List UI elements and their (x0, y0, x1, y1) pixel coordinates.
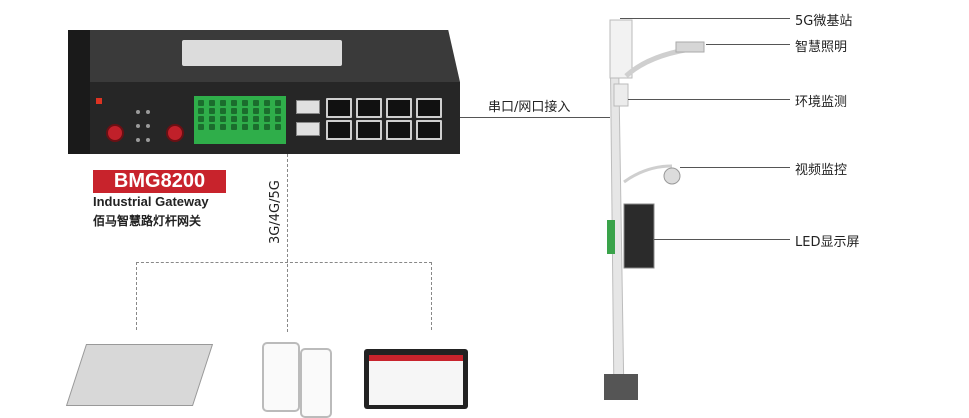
callout-line (620, 18, 790, 19)
status-led-icon (146, 110, 150, 114)
ethernet-port-icon (326, 120, 352, 140)
status-led-icon (136, 110, 140, 114)
uplink-label: 3G/4G/5G (268, 180, 283, 244)
feature-video-surveillance: 视频监控 (795, 163, 848, 178)
device-side-panel (68, 30, 90, 154)
feature-5g-base-station: 5G微基站 (795, 14, 853, 29)
callout-line (628, 99, 790, 100)
ethernet-port-icon (416, 98, 442, 118)
uplink-dashed-line (287, 154, 288, 332)
callout-line (654, 239, 790, 240)
ethernet-port-icon (386, 120, 412, 140)
feature-environment-monitoring: 环境监测 (795, 95, 848, 110)
pole-connection-line (460, 117, 610, 118)
branch-dashed-line-right (431, 262, 432, 330)
smartphone-icon (262, 342, 300, 412)
terminal-slots (198, 100, 284, 130)
model-badge: BMG8200 (93, 170, 226, 193)
callout-line (706, 44, 790, 45)
product-name-cn: 佰马智慧路灯杆网关 (93, 214, 202, 228)
feature-smart-lighting: 智慧照明 (795, 40, 848, 55)
ethernet-port-icon (386, 98, 412, 118)
status-led-icon (146, 138, 150, 142)
ethernet-port-icon (416, 120, 442, 140)
floorplan-3d-icon (65, 344, 214, 406)
feature-led-display: LED显示屏 (795, 235, 860, 250)
distribution-dashed-line (136, 262, 432, 263)
sfp-port-icon (296, 100, 320, 114)
smart-pole-illustration (604, 19, 705, 400)
pole-connection-label: 串口/网口接入 (488, 100, 571, 115)
ethernet-port-icon (356, 98, 382, 118)
smartphone-icon (300, 348, 332, 418)
brand-logo-icon (96, 98, 102, 104)
status-led-icon (146, 124, 150, 128)
monitor-header-bar (369, 355, 463, 361)
status-led-icon (136, 138, 140, 142)
antenna-port-icon (106, 124, 124, 142)
monitor-screen (369, 355, 463, 405)
product-name-en: Industrial Gateway (93, 194, 209, 209)
callout-line (680, 167, 790, 168)
device-label-plate (182, 40, 342, 66)
branch-dashed-line-left (136, 262, 137, 330)
antenna-port-icon (166, 124, 184, 142)
ethernet-port-icon (356, 120, 382, 140)
sfp-port-icon (296, 122, 320, 136)
ethernet-port-icon (326, 98, 352, 118)
status-led-icon (136, 124, 140, 128)
